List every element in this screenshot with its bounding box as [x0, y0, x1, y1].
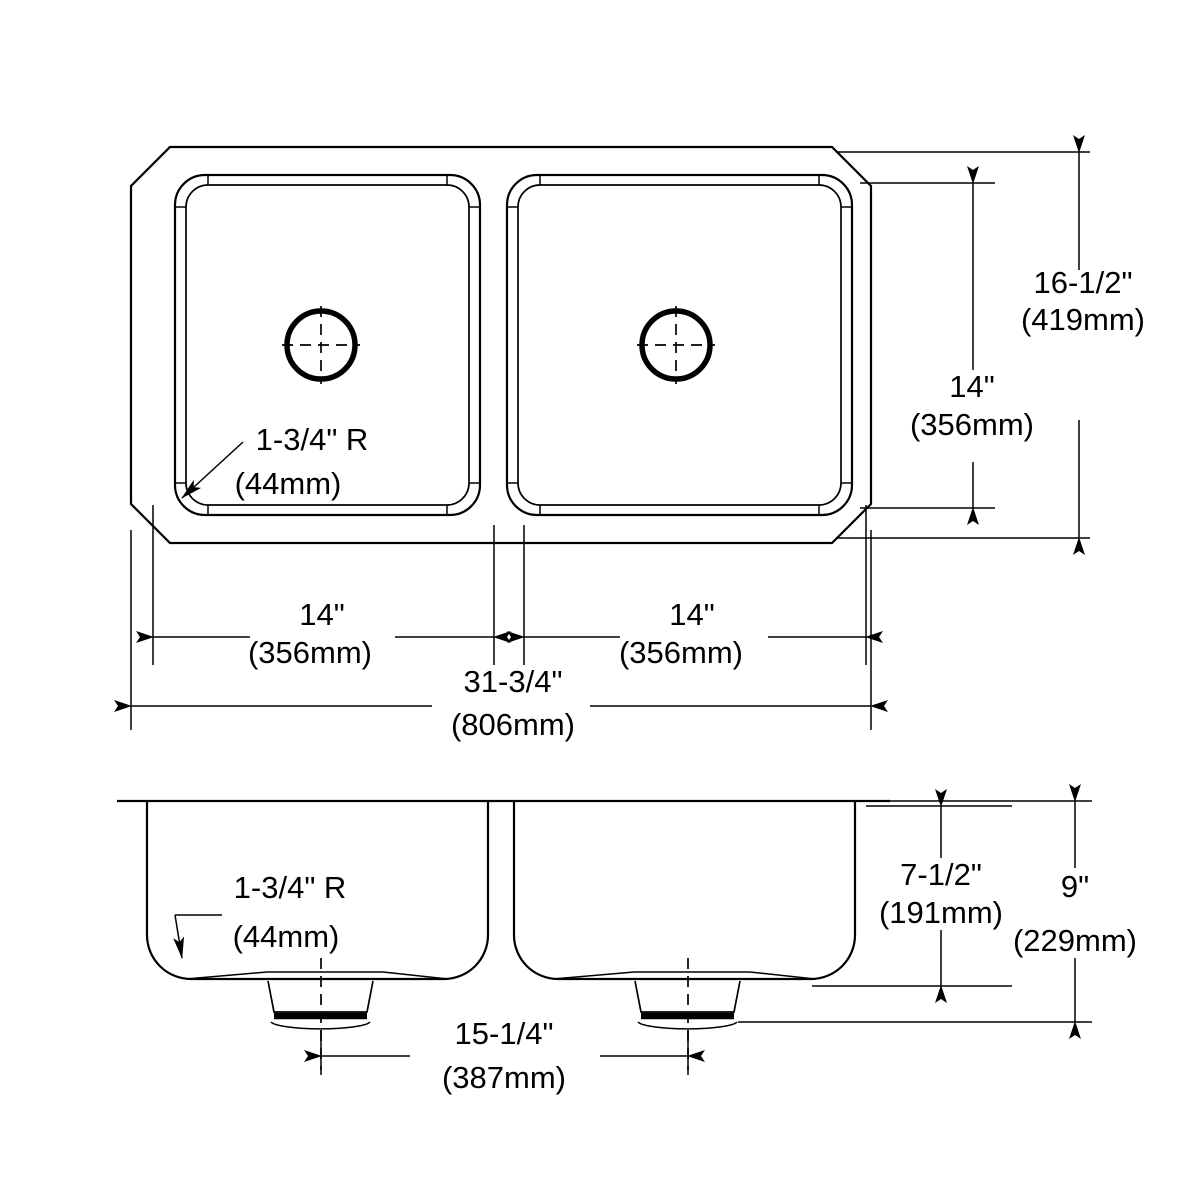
- overall-width-inches: 31-3/4": [464, 664, 563, 699]
- right-bowl-width-inches: 14": [669, 597, 715, 632]
- left-bowl-width-inches: 14": [299, 597, 345, 632]
- top-radius-inches: 1-3/4" R: [256, 422, 369, 457]
- section-left-bowl-body: [145, 801, 490, 981]
- dim-overall-depth: 9" (229mm): [738, 784, 1137, 1039]
- right-bowl: [505, 173, 854, 517]
- drain-spacing-inches: 15-1/4": [455, 1016, 554, 1051]
- dim-drain-spacing: 15-1/4" (387mm): [304, 1016, 705, 1095]
- drain-lip: [637, 1021, 738, 1030]
- top-view-radius-callout: 1-3/4" R (44mm): [181, 422, 369, 501]
- bowl-height-inches: 14": [949, 369, 995, 404]
- left-bowl-outer-edge: [173, 173, 482, 517]
- radius-leader-line: [173, 914, 185, 959]
- section-left-drain-fitting: [267, 958, 374, 1070]
- overall-depth-inches: 9": [1061, 869, 1089, 904]
- dim-overall-height: 16-1/2" (419mm): [836, 135, 1145, 555]
- dim-overall-width: 31-3/4" (806mm): [114, 530, 888, 742]
- section-left-bowl-bottom: [185, 971, 449, 980]
- overall-height-mm: (419mm): [1021, 302, 1145, 337]
- top-radius-mm: (44mm): [235, 466, 342, 501]
- dim-bowl-depth: 7-1/2" (191mm): [812, 789, 1012, 1003]
- bowl-depth-inches: 7-1/2": [900, 857, 982, 892]
- left-bowl-width-mm: (356mm): [248, 635, 372, 670]
- left-bowl: [173, 173, 482, 517]
- overall-height-inches: 16-1/2": [1034, 265, 1133, 300]
- right-bowl-width-mm: (356mm): [619, 635, 743, 670]
- sink-outer-rim: [129, 145, 873, 545]
- section-right-bowl-bottom: [552, 971, 816, 980]
- dim-left-bowl-width: 14" (356mm): [136, 505, 511, 670]
- drain-spacing-mm: (387mm): [442, 1060, 566, 1095]
- bowl-depth-mm: (191mm): [879, 895, 1003, 930]
- right-bowl-outer-edge: [505, 173, 854, 517]
- section-radius-mm: (44mm): [233, 919, 340, 954]
- overall-width-mm: (806mm): [451, 707, 575, 742]
- overall-depth-mm: (229mm): [1013, 923, 1137, 958]
- section-radius-callout: 1-3/4" R (44mm): [173, 870, 347, 959]
- section-radius-inches: 1-3/4" R: [234, 870, 347, 905]
- radius-leader-line: [181, 441, 244, 499]
- section-right-bowl-body: [512, 801, 857, 981]
- dim-right-bowl-width: 14" (356mm): [507, 505, 883, 670]
- drain-lip: [270, 1021, 371, 1030]
- top-view: 1-3/4" R (44mm) 16-1/2" (419mm) 14" (356…: [114, 135, 1145, 742]
- front-section-view: 1-3/4" R (44mm) 7-1/2" (191mm) 9" (229mm…: [117, 784, 1137, 1095]
- dim-bowl-height: 14" (356mm): [860, 166, 1034, 525]
- bowl-height-mm: (356mm): [910, 407, 1034, 442]
